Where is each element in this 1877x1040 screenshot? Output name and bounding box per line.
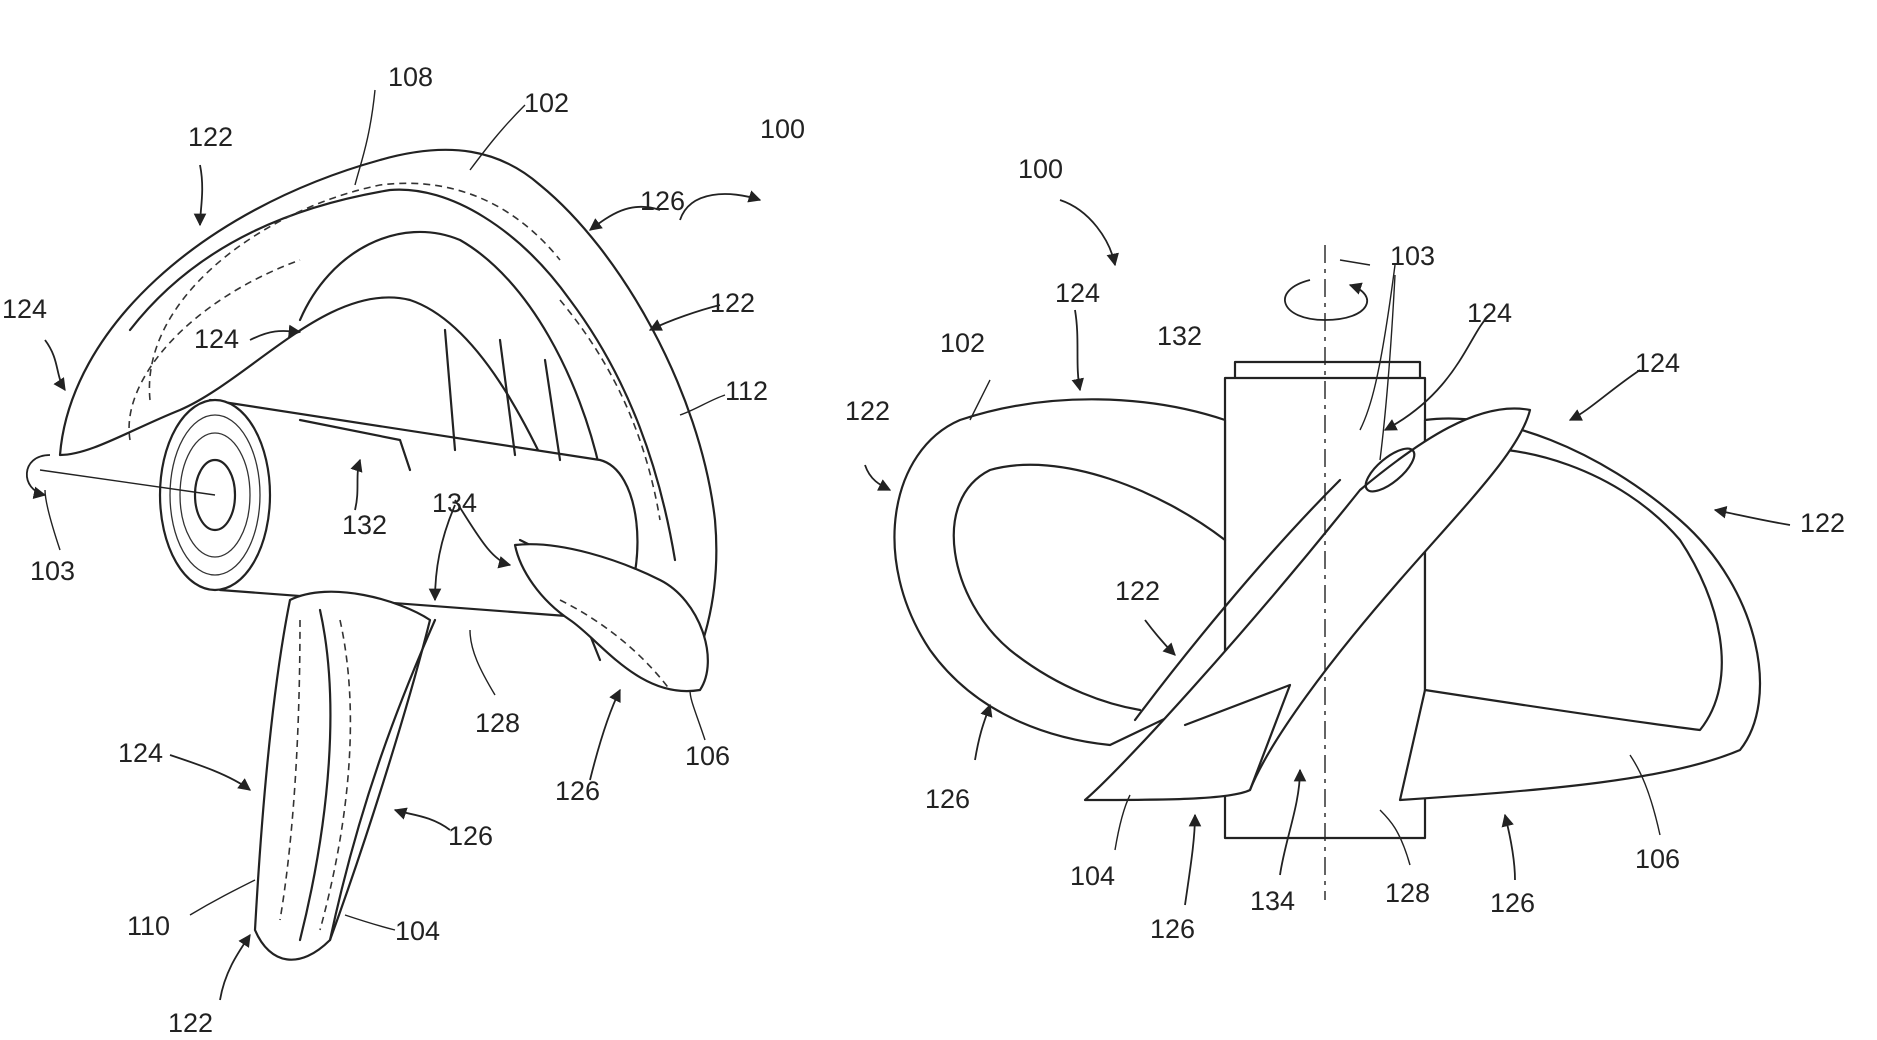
rotation-arrow-103-r [1285, 280, 1367, 320]
arrow-126c-r [1505, 815, 1515, 880]
arrow-122c [220, 935, 250, 1000]
label-124-left: 124 [2, 294, 47, 324]
arrow-100 [680, 194, 760, 220]
label-110: 110 [127, 911, 170, 941]
arrow-122b-r [1715, 510, 1790, 525]
rotation-arrow-103 [27, 455, 50, 495]
label-126-lower: 126 [555, 776, 600, 806]
label-104: 104 [395, 916, 440, 946]
blade-104-outline [255, 592, 430, 960]
left-propeller-view: 108 102 122 100 126 122 124 124 112 134 … [2, 62, 805, 1038]
right-propeller-view: 100 103 124 124 132 102 124 122 122 122 … [845, 154, 1845, 944]
label-132: 132 [342, 510, 387, 540]
label-122-bottom: 122 [168, 1008, 213, 1038]
label-124-lower: 124 [118, 738, 163, 768]
label-106-r: 106 [1635, 844, 1680, 874]
lead-104 [345, 915, 395, 930]
label-122-right: 122 [710, 288, 755, 318]
lead-103-r [1340, 260, 1370, 265]
label-128: 128 [475, 708, 520, 738]
label-134: 134 [432, 488, 477, 518]
arrow-124c-r [1570, 370, 1640, 420]
label-126-mid-r: 126 [1150, 914, 1195, 944]
blade-102-outline-r [894, 399, 1225, 745]
label-124-right-r: 124 [1635, 348, 1680, 378]
hub-facet-1 [445, 330, 455, 450]
label-124-mid-r: 124 [1467, 298, 1512, 328]
arrow-126b-r [1185, 815, 1195, 905]
arrow-124a [45, 340, 65, 390]
arrow-126b [590, 690, 620, 780]
arrow-100-r [1060, 200, 1115, 265]
label-122-top: 122 [188, 122, 233, 152]
lead-110 [190, 880, 255, 915]
label-122-left-r: 122 [845, 396, 890, 426]
label-106: 106 [685, 741, 730, 771]
label-102: 102 [524, 88, 569, 118]
label-102-r: 102 [940, 328, 985, 358]
label-124-top-r: 124 [1055, 278, 1100, 308]
arrow-126a-r [975, 705, 990, 760]
label-126-left-r: 126 [925, 784, 970, 814]
label-128-r: 128 [1385, 878, 1430, 908]
label-124-mid: 124 [194, 324, 239, 354]
label-122-right-r: 122 [1800, 508, 1845, 538]
label-126-right-r: 126 [1490, 888, 1535, 918]
lead-106 [690, 690, 705, 740]
lead-103 [45, 490, 60, 550]
label-122-mid-r: 122 [1115, 576, 1160, 606]
label-103-r: 103 [1390, 241, 1435, 271]
lead-104-r [1115, 795, 1130, 850]
label-134-r: 134 [1250, 886, 1295, 916]
label-132-r: 132 [1157, 321, 1202, 351]
arrow-122a [200, 165, 202, 225]
label-104-r: 104 [1070, 861, 1115, 891]
label-100-r: 100 [1018, 154, 1063, 184]
label-103: 103 [30, 556, 75, 586]
arrow-122a-r [865, 465, 890, 490]
label-126-blade: 126 [448, 821, 493, 851]
label-108: 108 [388, 62, 433, 92]
arrow-124c [170, 755, 250, 790]
lead-128 [470, 630, 495, 695]
label-126-top: 126 [640, 186, 685, 216]
arrow-124a-r [1075, 310, 1080, 390]
label-100: 100 [760, 114, 805, 144]
arrow-126c [395, 810, 450, 830]
label-112: 112 [725, 376, 768, 406]
